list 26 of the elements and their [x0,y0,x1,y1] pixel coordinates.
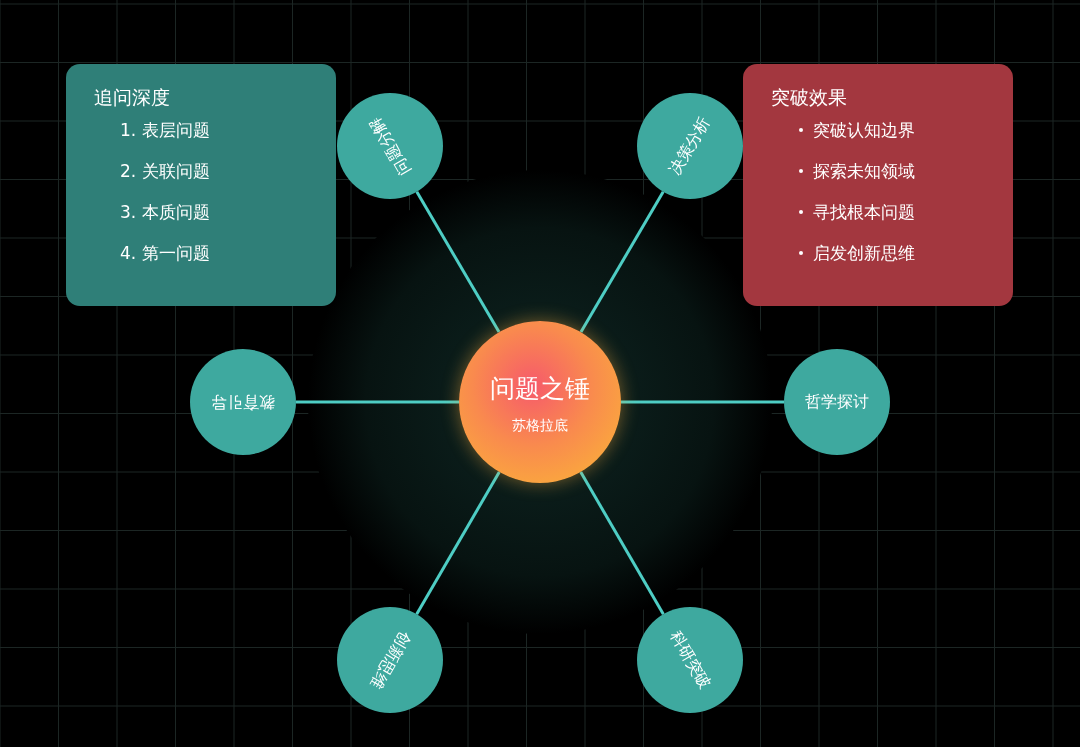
topic-label: 决策分析 [665,113,715,179]
list-item: 1. 表层问题 [120,119,210,142]
connector-line [296,400,459,404]
connector-line [415,471,501,615]
info-panel [743,64,1013,306]
topic-label: 科研突破 [665,627,715,693]
panel-title: 追问深度 [94,85,170,110]
list-item: 探索未知领域 [813,160,915,183]
topic-label: 问题分解 [365,113,415,179]
topic-label: 教育引导 [211,392,275,412]
list-item: 寻找根本问题 [813,201,915,224]
topic-label: 哲学探讨 [805,392,869,412]
core-subtitle: 苏格拉底 [512,416,568,435]
connector-line [579,190,665,333]
list-item: 启发创新思维 [813,242,915,265]
info-panel [66,64,336,306]
connector-line [621,400,784,404]
core-title: 问题之锤 [490,374,590,404]
topic-label: 创新思维 [365,627,415,693]
connector-line [579,471,665,615]
list-item: 3. 本质问题 [120,201,210,224]
list-item: 突破认知边界 [813,119,915,142]
list-item: 2. 关联问题 [120,160,210,183]
panel-title: 突破效果 [771,85,847,110]
list-item: 4. 第一问题 [120,242,210,265]
connector-line [415,190,501,333]
